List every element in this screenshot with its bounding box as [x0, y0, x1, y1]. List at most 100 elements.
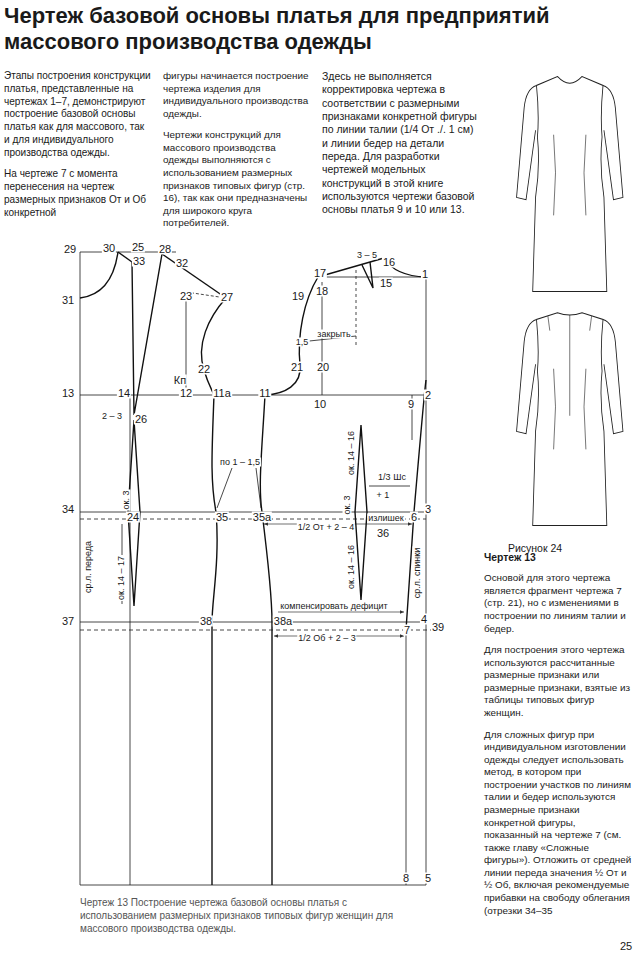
sleeve — [603, 85, 623, 199]
text-column: фигуры начинается построение чертежа изд… — [163, 70, 313, 239]
point-number: 3 — [424, 504, 432, 515]
dimension-note: + 1 — [376, 491, 391, 500]
point-number: 1 — [421, 269, 429, 280]
front-armhole — [201, 298, 226, 395]
point-number: 6 — [410, 512, 418, 523]
point-number: 35 — [215, 512, 229, 523]
body-text: Для построения этого чертежа используютс… — [484, 644, 632, 719]
point-number: 19 — [291, 291, 305, 302]
sleeve — [603, 319, 623, 433]
text-column: Здесь не выполняется корректировка черте… — [322, 70, 479, 226]
chest-line — [80, 395, 426, 396]
body-text: Здесь не выполняется корректировка черте… — [322, 70, 479, 217]
point-number: 37 — [61, 616, 75, 627]
figure-caption: Чертеж 13 Построение чертежа базовой осн… — [80, 896, 425, 935]
front-piece — [80, 252, 226, 885]
guide-line — [356, 270, 357, 345]
point-number: 36 — [376, 528, 390, 539]
point-number: 11 — [258, 388, 271, 399]
dimension-arrow — [278, 612, 404, 613]
dimension-note: ок. 14 – 17 — [117, 555, 126, 601]
text-column: Этапы построения конструкции платья, пре… — [4, 70, 151, 228]
point-number: 28 — [158, 244, 172, 255]
point-number: 24 — [126, 512, 140, 523]
point-number: 7 — [403, 625, 411, 636]
point-number: 2 — [424, 390, 432, 401]
point-number: 21 — [290, 362, 304, 373]
back-side-seam — [260, 395, 272, 885]
point-number: 33 — [132, 256, 146, 267]
construction-grid — [80, 252, 440, 885]
dimension-note: 2 – 3 — [101, 412, 123, 421]
leader-line — [217, 468, 232, 508]
dimension-note: 1/2 От + 2 – 4 — [297, 523, 355, 532]
dimension-note: ок. 3 — [343, 495, 352, 516]
point-number: 34 — [61, 504, 75, 515]
point-number: 8 — [402, 873, 410, 884]
point-number: 4 — [420, 614, 428, 625]
body-text: Этапы построения конструкции платья, пре… — [4, 70, 151, 159]
hem-line — [80, 885, 426, 886]
point-number: 31 — [61, 295, 75, 306]
body-text: Для сложных фигур при индивидуальном изг… — [484, 729, 632, 918]
back-center-line — [426, 277, 427, 885]
bust-dart — [132, 254, 162, 415]
point-number: 30 — [102, 243, 116, 254]
sleeve — [517, 85, 537, 199]
back-armhole — [265, 277, 318, 395]
front-side-seam — [212, 395, 217, 885]
dimension-arrows — [264, 524, 412, 636]
dress-seams — [548, 315, 592, 449]
guide-line — [406, 630, 407, 885]
guide-line — [322, 282, 323, 395]
point-number: 23 — [179, 291, 193, 302]
dress-darts — [554, 135, 586, 216]
point-number: 11а — [212, 388, 232, 399]
sleeve — [517, 319, 537, 433]
page-number: 25 — [619, 941, 633, 952]
dress-front-sketch — [517, 76, 623, 291]
dimension-note: 3 – 5 — [356, 251, 378, 260]
text-column: Чертеж 13Основой для этого чертежа являе… — [484, 551, 632, 926]
dress-body — [533, 76, 607, 291]
dimension-note: ок. 3 — [122, 490, 131, 511]
point-number: 14 — [117, 388, 131, 399]
point-number: 9 — [407, 399, 415, 410]
back-piece — [260, 258, 426, 885]
point-number: 10 — [313, 399, 327, 410]
point-number: 29 — [63, 244, 77, 255]
point-number: 25 — [131, 242, 145, 253]
dimension-note: компенсировать дефицит — [279, 602, 388, 611]
dimension-note: ок. 14 – 16 — [347, 430, 356, 476]
back-shoulder — [318, 258, 384, 277]
body-text: На чертеже 7 с момента перенесения на че… — [4, 168, 151, 219]
dress-body — [533, 313, 607, 526]
point-number: 15 — [379, 278, 393, 289]
figure-label: Рисунок 24 — [507, 543, 563, 554]
point-number: Кп — [173, 375, 187, 386]
hip-line — [80, 622, 426, 623]
point-number: 39 — [431, 622, 445, 633]
point-number: 38а — [273, 616, 293, 627]
dimension-line — [369, 486, 410, 487]
body-text: фигуры начинается построение чертежа изд… — [163, 70, 313, 120]
point-number: 20 — [316, 362, 330, 373]
hip-line-dashed — [80, 630, 440, 631]
dimension-note: 1/3 Шс — [377, 473, 407, 482]
dimension-note: по 1 – 1,5 — [219, 458, 261, 467]
page-title: Чертеж базовой основы платья для предпри… — [4, 3, 632, 55]
dress-back-sketch — [517, 313, 623, 526]
front-shoulder — [118, 252, 132, 262]
point-number: 18 — [315, 286, 329, 297]
point-number: 27 — [220, 292, 234, 303]
back-waist-dart — [355, 425, 367, 600]
point-number: 26 — [134, 414, 148, 425]
front-center-line — [80, 252, 81, 885]
body-text: Основой для этого чертежа является фрагм… — [484, 572, 632, 635]
point-number: 35а — [252, 512, 272, 523]
point-number: 5 — [424, 873, 432, 884]
point-number: 22 — [197, 364, 211, 375]
dimension-note: ок. 14 – 16 — [347, 544, 356, 590]
dimension-note: закрыть — [316, 330, 351, 339]
shoulder-dart — [362, 262, 373, 288]
